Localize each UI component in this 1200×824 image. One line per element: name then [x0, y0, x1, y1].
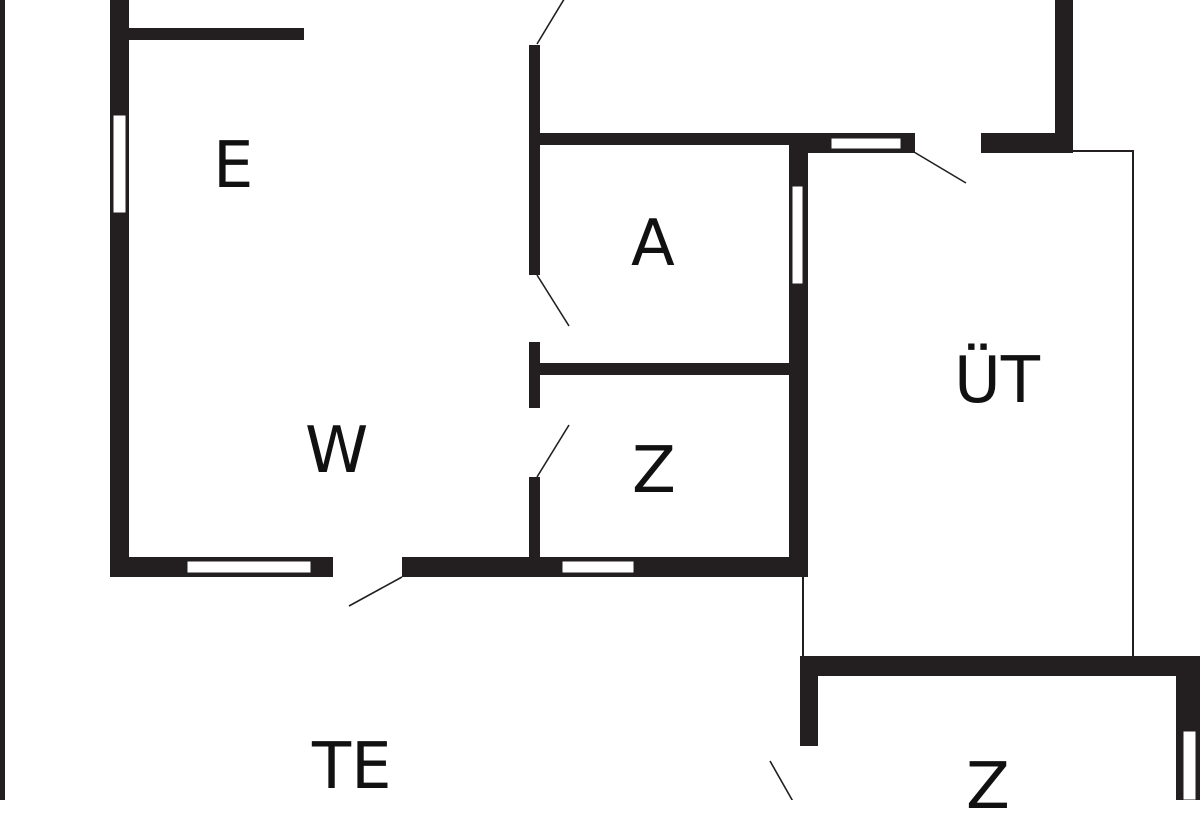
window-ut-top: [830, 137, 902, 150]
wall-ew-left: [110, 0, 129, 577]
room-label-e: E: [213, 129, 254, 203]
wall-a-z1-divider: [529, 363, 791, 375]
window-a-right: [791, 185, 804, 285]
window-z2-right: [1182, 730, 1197, 800]
window-ew-bottom: [186, 560, 312, 574]
wall-z2-right: [1105, 656, 1200, 676]
floor-plan: [0, 0, 1200, 800]
door-ew-swing: [348, 576, 403, 607]
wall-top-right-horizontal: [981, 133, 1073, 153]
room-label-a: A: [631, 207, 675, 281]
door-a-swing: [536, 274, 570, 327]
door-top-swing: [536, 0, 565, 45]
wall-center-1: [529, 45, 540, 275]
room-label-ut: ÜT: [954, 344, 1040, 418]
window-z1-bottom: [561, 560, 635, 574]
window-ew-left: [112, 114, 127, 214]
room-label-w: W: [305, 414, 369, 488]
wall-z2-top: [800, 656, 1200, 676]
room-label-z1: Z: [632, 434, 676, 508]
outer-wall-left: [0, 0, 5, 800]
door-ut-swing: [913, 151, 967, 184]
wall-ew-top: [129, 28, 304, 40]
wall-center-3: [529, 477, 540, 577]
door-z1-swing: [536, 424, 570, 478]
door-z2-swing: [769, 760, 794, 800]
wall-z2-left: [800, 656, 818, 746]
wall-top-right-vertical: [1055, 0, 1073, 153]
room-label-z2: Z: [966, 750, 1010, 824]
room-label-te: TE: [312, 730, 392, 804]
